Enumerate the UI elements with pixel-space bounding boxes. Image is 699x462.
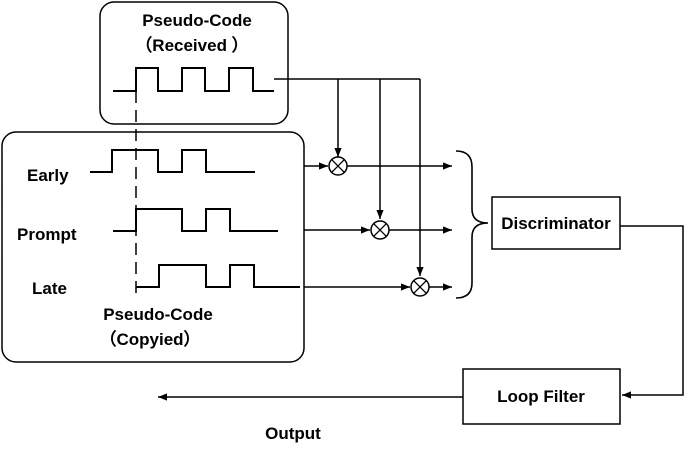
discriminator-label: Discriminator	[501, 214, 611, 233]
output-label: Output	[265, 424, 321, 443]
early-code-waveform	[90, 149, 255, 173]
combine-brace	[455, 150, 489, 299]
late-mixer	[410, 277, 430, 297]
copied-code-box	[1, 131, 305, 363]
discriminator-box	[491, 196, 621, 250]
prompt-mixer	[370, 220, 390, 240]
received-code-box	[99, 1, 289, 125]
received-code-subtitle: （Received ）	[135, 35, 248, 55]
prompt-code-waveform	[113, 208, 278, 232]
copied-code-subtitle: （Copyied）	[99, 329, 200, 349]
early-mixer	[328, 156, 348, 176]
loop-filter-label: Loop Filter	[497, 387, 585, 406]
late-code-waveform	[136, 264, 300, 288]
discriminator-to-loop-filter	[620, 225, 684, 399]
received-code-title: Pseudo-Code	[142, 11, 252, 30]
channel-label-early: Early	[27, 166, 69, 185]
received-code-waveform	[113, 67, 274, 92]
channel-label-prompt: Prompt	[17, 225, 77, 244]
loop-filter-box	[462, 368, 621, 425]
copied-code-title: Pseudo-Code	[103, 305, 213, 324]
channel-label-late: Late	[32, 279, 67, 298]
